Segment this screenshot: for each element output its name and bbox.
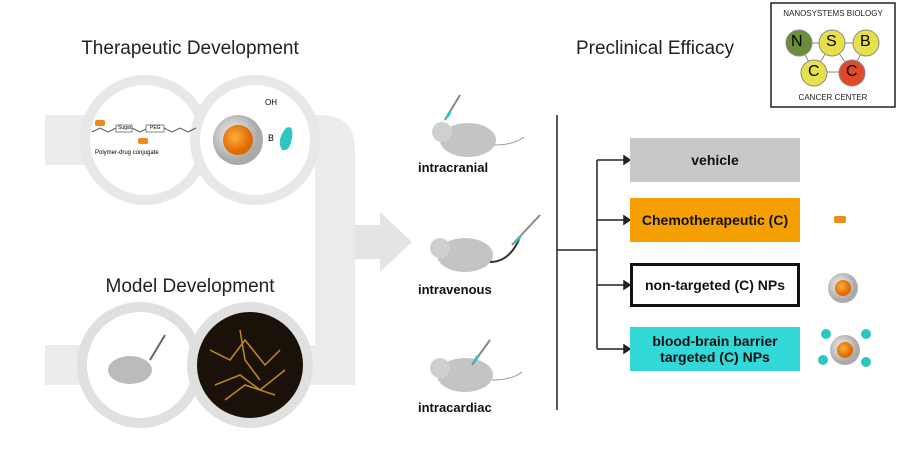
mouse-intracardiac xyxy=(430,339,523,392)
nontargeted-np-icon xyxy=(828,273,858,303)
logo-letter: S xyxy=(826,33,837,50)
arrow-vehicle xyxy=(623,154,632,166)
sugar-label: Sugar xyxy=(118,125,132,131)
drug-icon xyxy=(834,216,846,223)
logo-letter: B xyxy=(860,33,871,50)
route-intracardiac: intracardiac xyxy=(418,400,492,415)
polymer-chain xyxy=(91,127,197,133)
logo-bottom-text: CANCER CENTER xyxy=(798,93,868,102)
nanoparticle-core xyxy=(223,125,253,155)
mouse-intravenous xyxy=(430,214,541,272)
logo xyxy=(785,29,880,87)
arrow-nontargeted xyxy=(623,279,632,291)
mouse-icon xyxy=(108,356,152,384)
conjugate-caption: Polymer-drug conjugate xyxy=(95,150,159,156)
route-intravenous: intravenous xyxy=(418,282,492,297)
mouse-intracranial xyxy=(432,94,525,157)
drug-icon xyxy=(95,120,105,126)
group-chemotherapeutic: Chemotherapeutic (C) xyxy=(630,198,800,242)
targeting-ligand xyxy=(279,127,293,151)
targeted-np-icon xyxy=(818,329,871,367)
boron-label: B xyxy=(268,133,275,143)
logo-letter: C xyxy=(808,63,820,80)
tumor-tissue-circle xyxy=(187,302,313,428)
route-intracranial: intracranial xyxy=(418,160,489,175)
logo-top-text: NANOSYSTEMS BIOLOGY xyxy=(783,9,883,18)
group-vehicle: vehicle xyxy=(630,138,800,182)
group-nontargeted: non-targeted (C) NPs xyxy=(630,263,800,307)
linker-label: PEG xyxy=(150,125,161,131)
group-targeted: blood-brain barrier targeted (C) NPs xyxy=(630,327,800,371)
drug-icon xyxy=(138,138,148,144)
logo-letter: N xyxy=(791,33,803,50)
arrow-targeted xyxy=(623,343,632,355)
logo-letter: C xyxy=(846,63,858,80)
arrow-chemo xyxy=(623,214,632,226)
therapeutic-title: Therapeutic Development xyxy=(81,38,299,59)
oh-label: OH xyxy=(265,98,277,107)
pipe-arrow xyxy=(355,212,412,272)
efficacy-title: Preclinical Efficacy xyxy=(575,38,735,59)
model-title: Model Development xyxy=(105,276,275,297)
